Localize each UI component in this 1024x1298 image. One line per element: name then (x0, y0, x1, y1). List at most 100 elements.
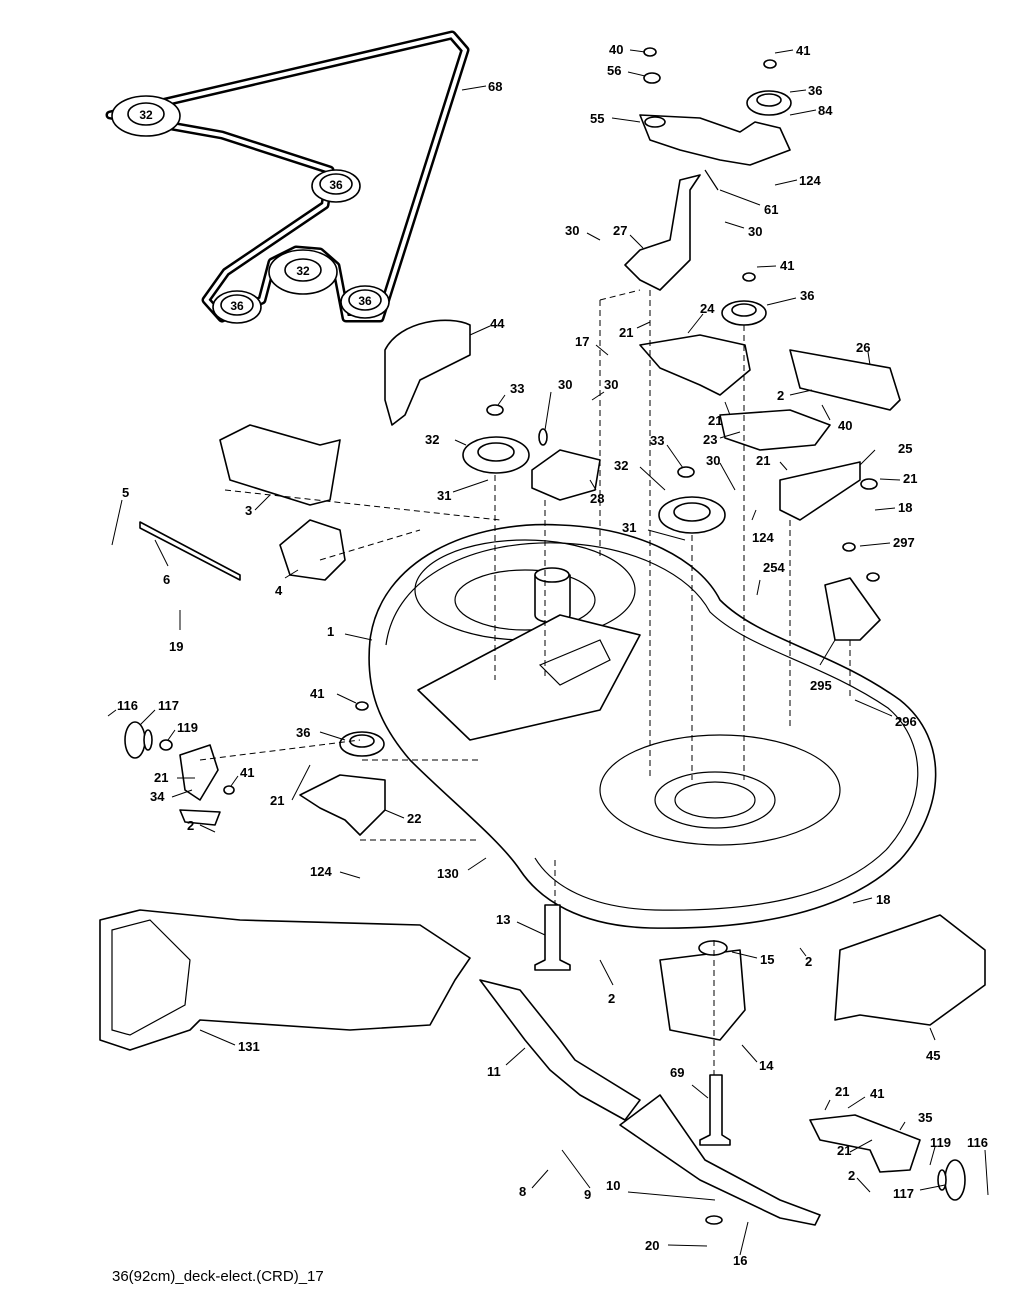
callout-2: 2 (777, 388, 784, 403)
callout-21g: 21 (835, 1084, 849, 1099)
callout-15: 15 (760, 952, 774, 967)
callout-21: 21 (619, 325, 633, 340)
callout-2d: 2 (608, 991, 615, 1006)
pulley-36-left: 36 (212, 290, 262, 324)
discharge-chute (99, 909, 471, 1051)
callout-41: 41 (796, 43, 810, 58)
callout-84: 84 (818, 103, 833, 118)
callout-4: 4 (275, 583, 283, 598)
callout-16: 16 (733, 1253, 747, 1268)
callout-56: 56 (607, 63, 621, 78)
callout-297: 297 (893, 535, 915, 550)
svg-text:32: 32 (139, 108, 153, 122)
callout-36b: 36 (800, 288, 814, 303)
callout-130: 130 (437, 866, 459, 881)
callout-124: 124 (799, 173, 821, 188)
callout-26: 26 (856, 340, 870, 355)
callout-17: 17 (575, 334, 589, 349)
callout-21f: 21 (270, 793, 284, 808)
callout-25: 25 (898, 441, 912, 456)
callout-33b: 33 (650, 433, 664, 448)
mower-deck-housing (368, 523, 937, 929)
callout-68: 68 (488, 79, 502, 94)
pulley-36-right: 36 (340, 285, 390, 319)
callout-40b: 40 (838, 418, 852, 433)
callout-8: 8 (519, 1184, 526, 1199)
callout-296: 296 (895, 714, 917, 729)
callout-23: 23 (703, 432, 717, 447)
callout-33: 33 (510, 381, 524, 396)
pulley-32-top: 32 (111, 95, 181, 137)
callout-2c: 2 (805, 954, 812, 969)
callout-41d: 41 (240, 765, 254, 780)
callout-19: 19 (169, 639, 183, 654)
callout-31: 31 (437, 488, 451, 503)
callout-41c: 41 (310, 686, 324, 701)
callout-69: 69 (670, 1065, 684, 1080)
callout-55: 55 (590, 111, 604, 126)
callout-41e: 41 (870, 1086, 884, 1101)
callout-32b: 32 (614, 458, 628, 473)
svg-text:36: 36 (230, 299, 244, 313)
callout-35: 35 (918, 1110, 932, 1125)
callout-119b: 119 (930, 1135, 951, 1150)
callout-21c: 21 (756, 453, 770, 468)
callout-5: 5 (122, 485, 129, 500)
callout-28: 28 (590, 491, 604, 506)
callout-36: 36 (808, 83, 822, 98)
svg-text:36: 36 (329, 178, 343, 192)
callout-61: 61 (764, 202, 778, 217)
callout-18b: 18 (876, 892, 890, 907)
callout-21b: 21 (708, 413, 722, 428)
pulley-36-mid: 36 (311, 169, 361, 203)
svg-text:36: 36 (358, 294, 372, 308)
callout-117b: 117 (893, 1186, 914, 1201)
callout-116b: 116 (967, 1135, 988, 1150)
callout-30b: 30 (748, 224, 762, 239)
blade-spindle-assemblies (479, 904, 986, 1226)
pulley-32-center: 32 (268, 249, 338, 295)
assembly-guide-lines (199, 289, 851, 1075)
callout-9: 9 (584, 1187, 591, 1202)
callout-20: 20 (645, 1238, 659, 1253)
callout-2e: 2 (848, 1168, 855, 1183)
belt-routing-diagram: 32 36 32 36 36 68 (105, 30, 502, 324)
callout-1: 1 (327, 624, 334, 639)
left-components (139, 319, 881, 641)
callout-30d: 30 (604, 377, 618, 392)
callout-36c: 36 (296, 725, 310, 740)
callout-11: 11 (487, 1064, 501, 1079)
bracket-assembly-top (624, 47, 901, 521)
callout-40: 40 (609, 42, 623, 57)
callout-44: 44 (490, 316, 505, 331)
callout-6: 6 (163, 572, 170, 587)
callout-31b: 31 (622, 520, 636, 535)
callout-3: 3 (245, 503, 252, 518)
callout-30: 30 (565, 223, 579, 238)
svg-text:32: 32 (296, 264, 310, 278)
callout-117: 117 (158, 698, 179, 713)
callout-2b: 2 (187, 818, 194, 833)
callout-14: 14 (759, 1058, 774, 1073)
diagram-caption: 36(92cm)_deck-elect.(CRD)_17 (112, 1268, 324, 1285)
callout-34: 34 (150, 789, 165, 804)
callout-30c: 30 (558, 377, 572, 392)
callout-254: 254 (763, 560, 785, 575)
bracket-22-assembly (299, 701, 386, 836)
callout-30e: 30 (706, 453, 720, 468)
callout-131: 131 (238, 1039, 260, 1054)
callout-labels: 40 41 56 36 84 55 124 61 30 27 30 41 36 … (107, 42, 989, 1268)
callout-116: 116 (117, 698, 138, 713)
callout-10: 10 (606, 1178, 620, 1193)
callout-124b: 124 (752, 530, 774, 545)
callout-22: 22 (407, 811, 421, 826)
callout-27: 27 (613, 223, 627, 238)
callout-124c: 124 (310, 864, 332, 879)
callout-32: 32 (425, 432, 439, 447)
idler-assembly-left (124, 721, 235, 826)
callout-24: 24 (700, 301, 715, 316)
callout-21d: 21 (903, 471, 917, 486)
callout-119: 119 (177, 720, 198, 735)
